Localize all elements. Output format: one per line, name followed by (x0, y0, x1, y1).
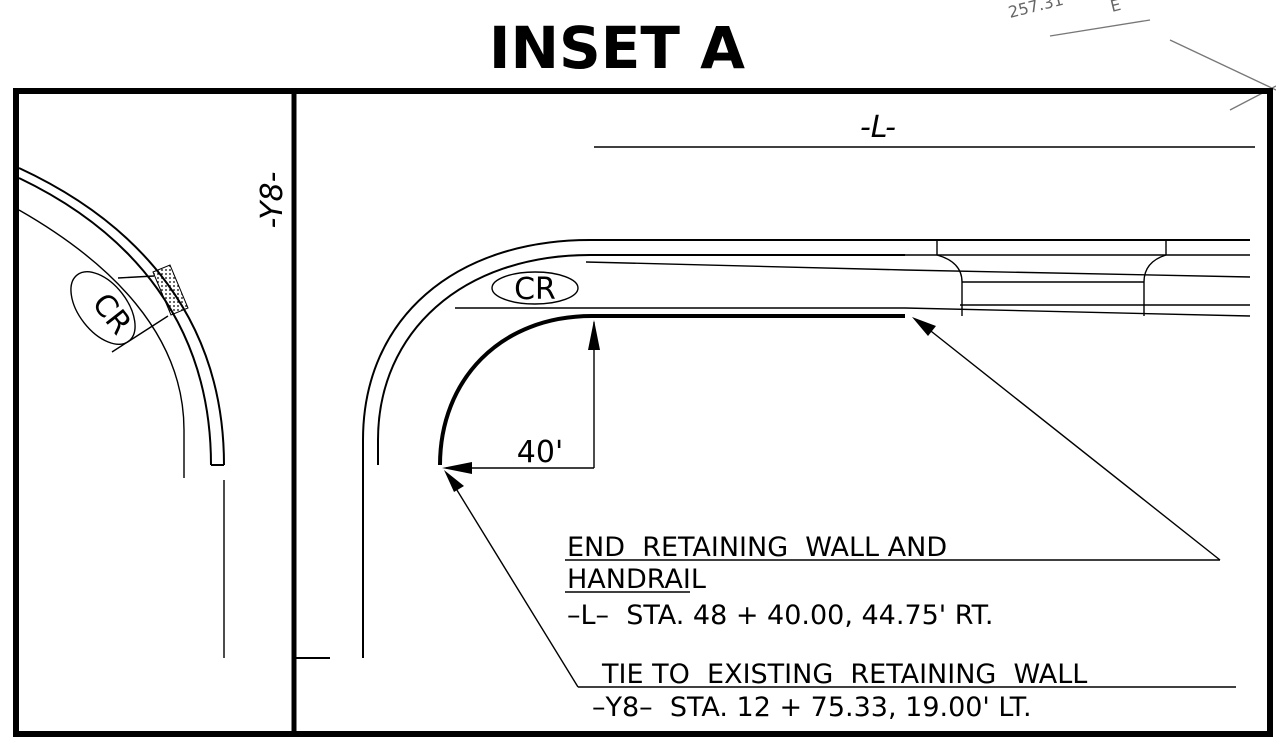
y8-alignment-label: -Y8- (255, 172, 290, 229)
end-wall-note-line-2: HANDRAIL (567, 564, 706, 595)
dimension-arrow-up (588, 320, 600, 350)
tie-wall-note-line-2: –Y8– STA. 12 + 75.33, 19.00' LT. (592, 692, 1032, 723)
corner-leader-line-1 (1049, 19, 1151, 37)
l-alignment-label: -L- (860, 110, 896, 145)
right-cr-label: CR (514, 272, 556, 307)
left-cr-callout: CR (70, 271, 169, 353)
inset-title: INSET A (489, 14, 745, 82)
right-curb-inner-line (377, 254, 905, 465)
left-curb-inner-line (18, 177, 212, 466)
corner-leader-line-2 (1169, 39, 1276, 91)
left-gutter-line (18, 209, 185, 478)
corner-direction-text: E (1108, 0, 1122, 16)
corner-fragment: 257.31' E (1006, 0, 1276, 111)
right-pier-1 (936, 240, 963, 316)
end-wall-note-line-3: –L– STA. 48 + 40.00, 44.75' RT. (567, 600, 993, 631)
left-panel: CR (18, 167, 225, 658)
left-cr-label: CR (85, 287, 138, 341)
tie-wall-leader-line (451, 481, 579, 688)
dimension-40ft: 40' (442, 320, 600, 474)
end-wall-note-line-1: END RETAINING WALL AND (567, 532, 947, 563)
retaining-wall-line (438, 314, 905, 466)
left-cr-ellipse (70, 271, 136, 345)
left-cr-leader-top (117, 275, 155, 279)
end-wall-arrowhead (912, 317, 936, 336)
inset-frame (13, 88, 1273, 737)
corner-station-text: 257.31' (1006, 0, 1069, 22)
end-wall-leader-line (921, 323, 1221, 561)
right-panel: -L- CR 40' (294, 110, 1255, 723)
dimension-offset-label: 40' (517, 435, 563, 470)
tie-wall-note-line-1: TIE TO EXISTING RETAINING WALL (601, 659, 1087, 690)
left-cr-leader-bottom (111, 315, 169, 353)
dimension-arrow-left (442, 462, 472, 474)
left-stipple-patch (152, 264, 189, 316)
right-taper-line (585, 261, 1251, 278)
tie-wall-arrowhead (444, 470, 464, 492)
right-curb-outer-line (362, 239, 1250, 658)
right-cr-ellipse (491, 271, 579, 305)
right-base-bend-line (904, 307, 1251, 317)
